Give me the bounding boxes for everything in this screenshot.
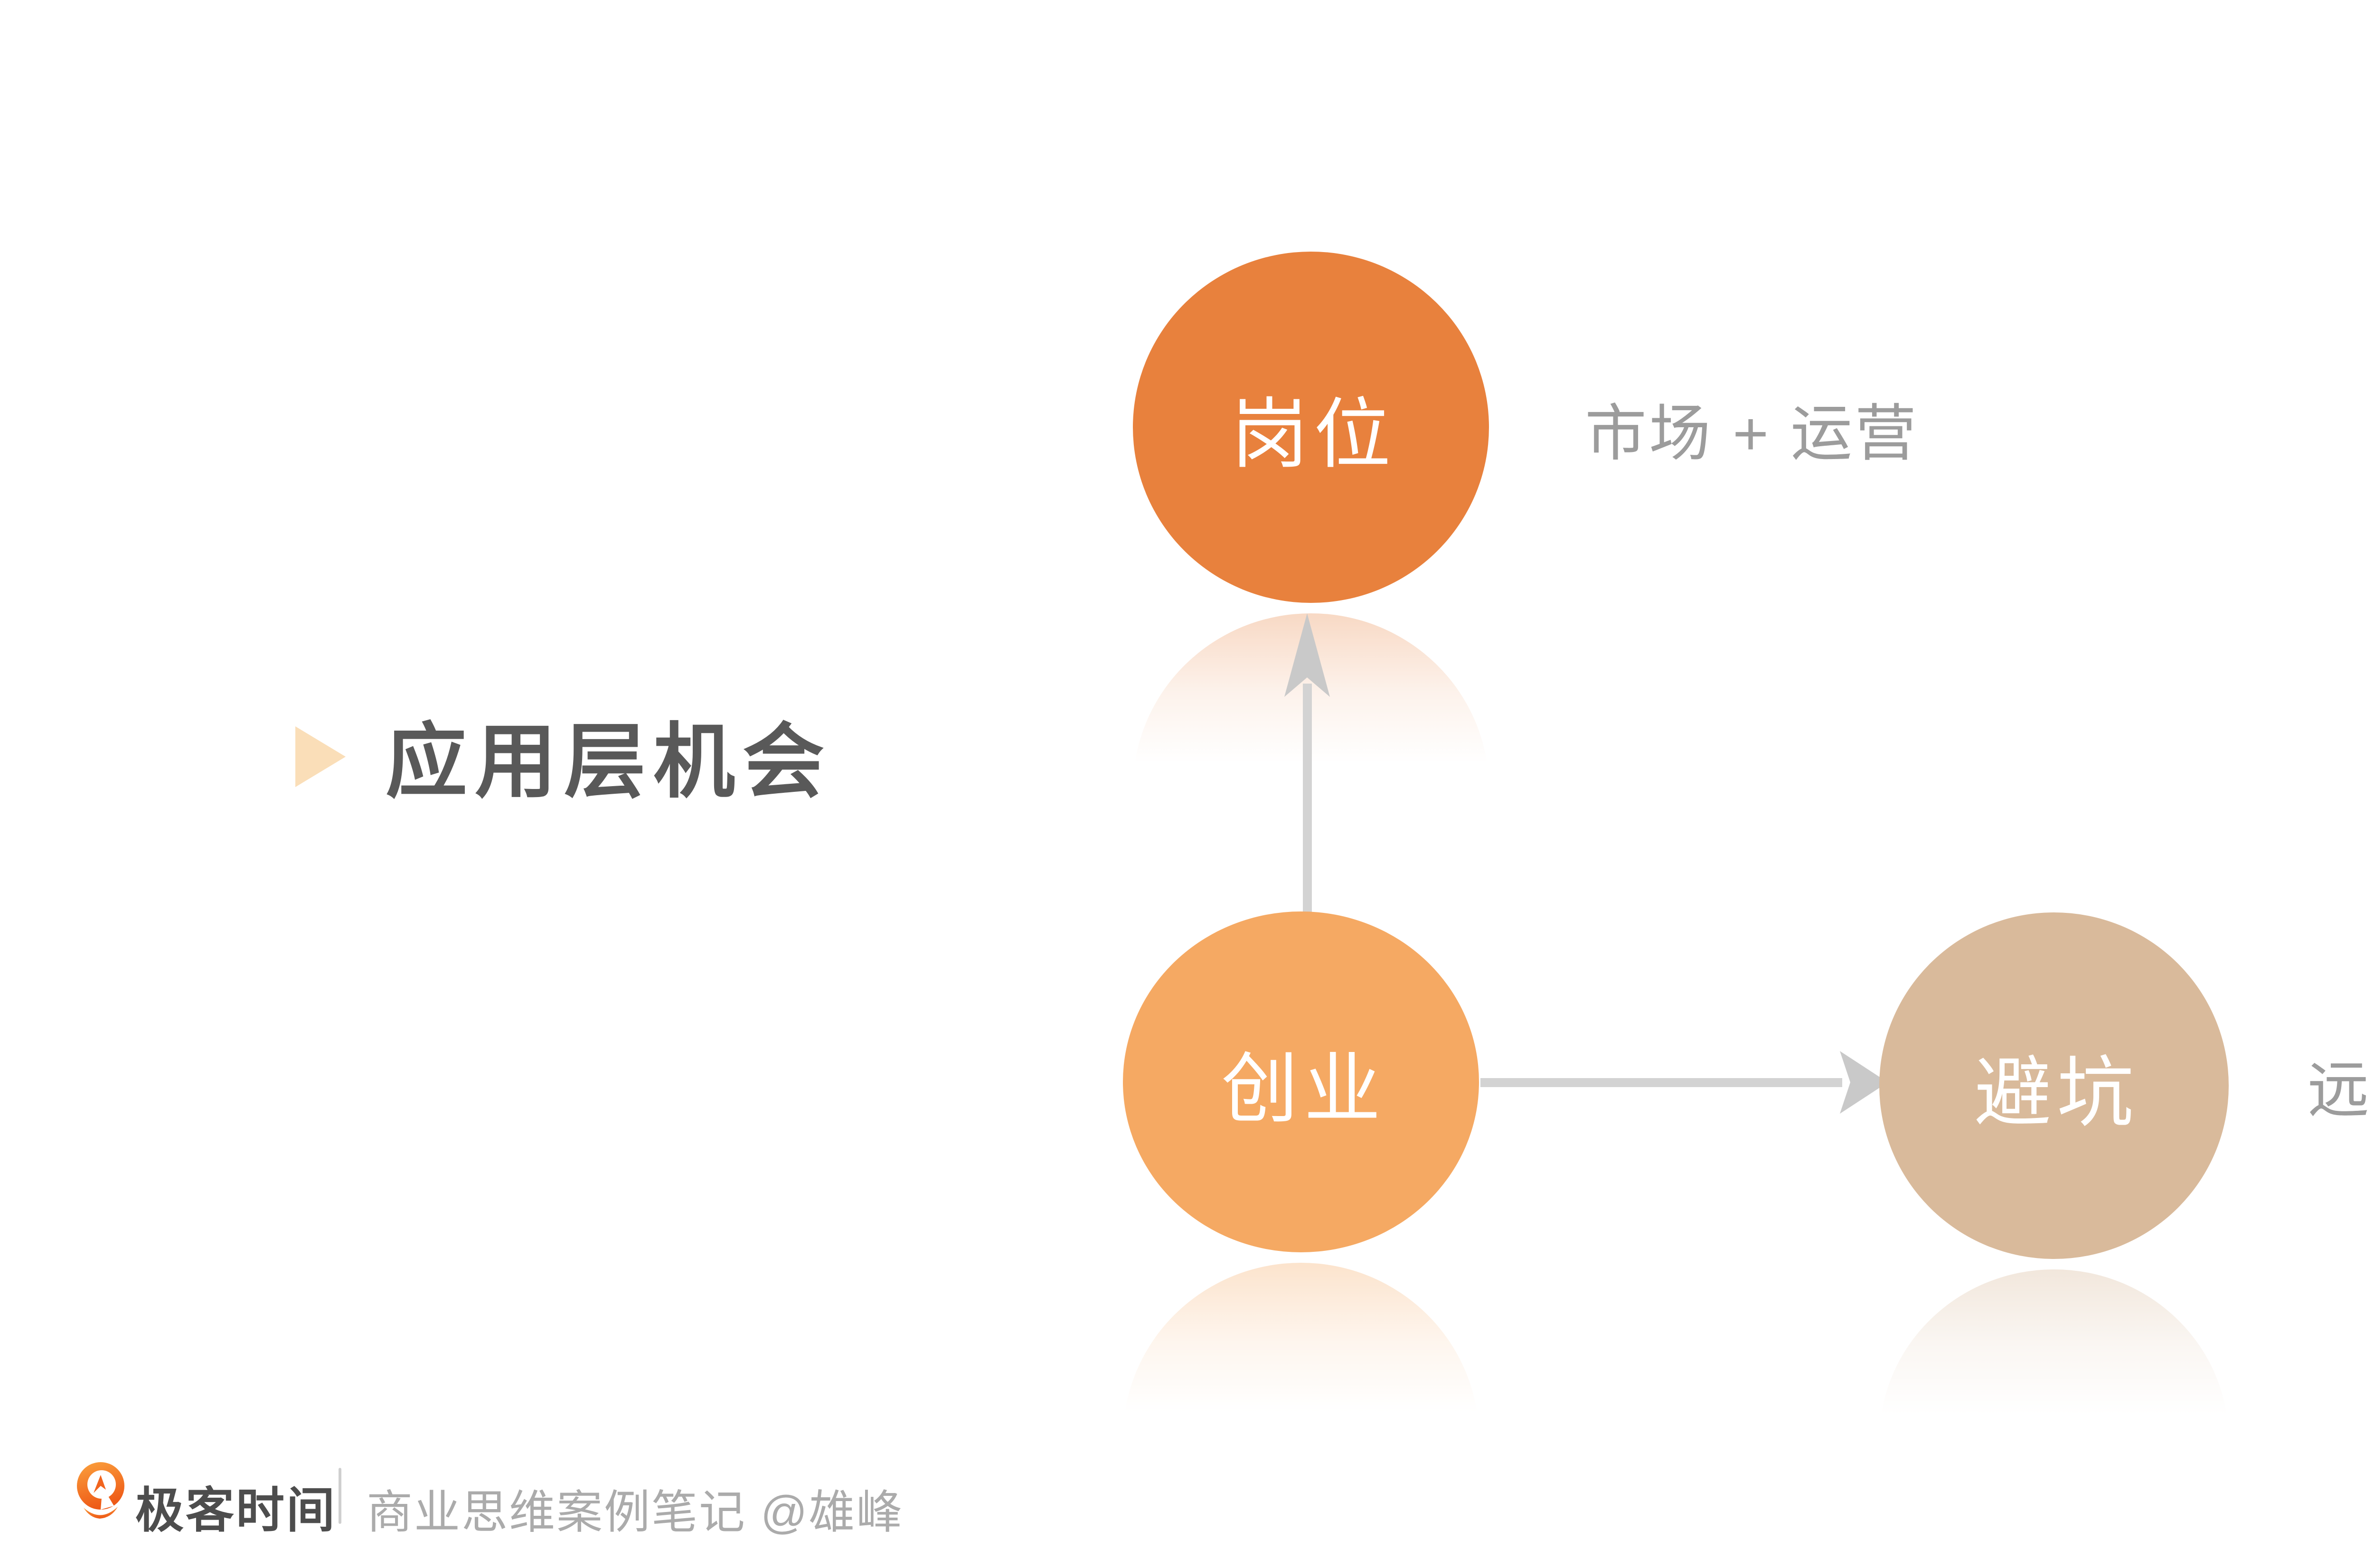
bullet-triangle-icon bbox=[295, 726, 346, 787]
footer-note: 商业思维案例笔记 @雄峰 bbox=[367, 1486, 904, 1538]
footer-divider bbox=[339, 1468, 341, 1524]
node-avoid-circle: 避坑 bbox=[1879, 912, 2229, 1259]
up-arrow-icon bbox=[1284, 613, 1330, 920]
node-startup-circle: 创业 bbox=[1123, 911, 1479, 1252]
geektime-logo-icon bbox=[77, 1462, 124, 1519]
footer-brand: 极客时间 bbox=[135, 1483, 337, 1538]
job-annotation: 市场 + 运营 bbox=[1585, 399, 1919, 468]
avoid-annotation: 远离大模型公司 bbox=[2308, 1055, 2374, 1125]
node-job-label: 岗位 bbox=[1231, 391, 1396, 478]
section-heading: 应用层机会 bbox=[386, 716, 832, 807]
node-job-circle: 岗位 bbox=[1133, 252, 1489, 603]
right-arrow-icon bbox=[1480, 1051, 1888, 1114]
node-avoid-label: 避坑 bbox=[1974, 1050, 2139, 1136]
node-startup-label: 创业 bbox=[1221, 1046, 1386, 1132]
